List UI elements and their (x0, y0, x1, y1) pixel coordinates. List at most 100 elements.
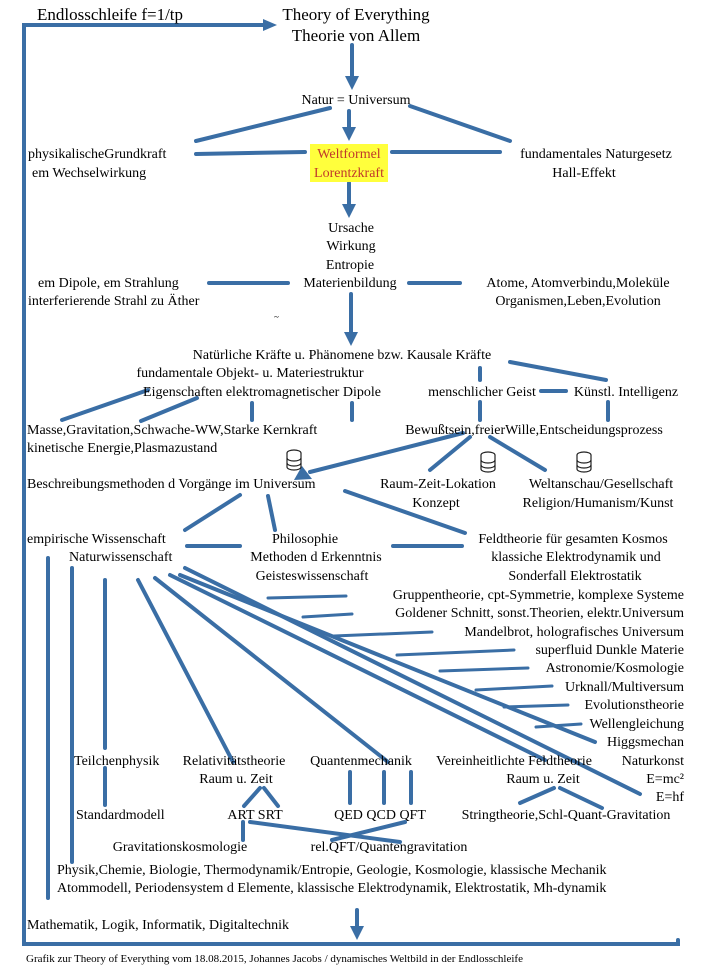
nw-to-urknall (474, 684, 554, 692)
node-ki: Künstl. Intelligenz (574, 385, 678, 400)
title-en: Theory of Everything (282, 5, 430, 24)
node-grundkraft: em Wechselwirkung (32, 166, 146, 181)
node-mandelbrot: Mandelbrot, holografisches Universum (464, 625, 684, 640)
node-schnitt: Goldener Schnitt, sonst.Theorien, elektr… (395, 606, 684, 621)
node-dipole: em Dipole, em Strahlung (38, 276, 179, 291)
relativ-to-art-r (262, 786, 280, 808)
arrow-head (350, 926, 364, 940)
node-urknall: Urknall/Multiversum (565, 680, 684, 695)
node-ehf: E=hf (656, 790, 684, 805)
database-icon (480, 451, 496, 473)
node-teilchen: Teilchenphysik (74, 754, 159, 769)
node-relativ: Relativitätstheorie (183, 754, 286, 769)
node-vereinheit: Vereinheitlichte Feldtheorie (436, 754, 592, 769)
node-standard: Standardmodell (76, 808, 165, 823)
bewusst-to-beschreibung (308, 431, 465, 474)
arrow-head (294, 466, 312, 480)
node-masse: kinetische Energie,Plasmazustand (27, 441, 217, 456)
nw-to-evolution (502, 703, 570, 709)
node-objekt: fundamentale Objekt- u. Materiestruktur (136, 366, 363, 381)
beschreib-to-empirisch (183, 493, 242, 532)
vereinheit-to-string-l (518, 786, 556, 805)
grundkraft-to-weltformel (194, 150, 307, 156)
node-feldtheorie: Feldtheorie für gesamten Kosmos (478, 532, 667, 547)
node-gruppentheorie: Gruppentheorie, cpt-Symmetrie, komplexe … (393, 588, 684, 603)
node-beschreibung: Beschreibungsmethoden d Vorgänge im Univ… (27, 477, 316, 492)
node-higgs: Higgsmechan (607, 735, 684, 750)
node-naturgesetz: fundamentales Naturgesetz (520, 147, 672, 162)
nw-to-gruppentheorie (266, 594, 348, 600)
node-weltformel: Lorentzkraft (314, 166, 384, 181)
eigen-to-masse-left (60, 388, 150, 422)
arrow-head (345, 76, 359, 90)
kraefte-to-ki (508, 360, 608, 382)
node-weltanschau: Religion/Humanism/Kunst (523, 496, 674, 511)
nw-to-schnitt (301, 612, 354, 619)
node-naturgesetz: Hall-Effekt (552, 166, 616, 181)
loop-label: Endlosschleife f=1/tp (37, 5, 183, 24)
node-weltformel: Weltformel (317, 147, 381, 162)
node-geist: menschlicher Geist (428, 385, 536, 400)
node-natur: Natur = Universum (302, 93, 411, 108)
node-wirkung: Wirkung (326, 239, 375, 254)
node-physik: Physik,Chemie, Biologie, Thermodynamik/E… (57, 863, 607, 878)
node-tilde: ~ (274, 312, 279, 322)
nw-fan-4 (153, 576, 390, 764)
node-naturkonst: Naturkonst (622, 754, 684, 769)
nw-fan-5 (136, 578, 235, 764)
node-quanten: Quantenmechanik (310, 754, 412, 769)
footer-caption: Grafik zur Theory of Everything vom 18.0… (26, 953, 523, 965)
node-ursache: Ursache (328, 221, 374, 236)
node-entropie: Entropie (326, 258, 374, 273)
node-string: Stringtheorie,Schl-Quant-Gravitation (462, 808, 671, 823)
node-materienbildung: Materienbildung (303, 276, 396, 291)
beschreib-to-philosophie (266, 494, 277, 532)
node-feldtheorie: klassiche Elektrodynamik und (491, 550, 661, 565)
bewusst-to-raumzeit (428, 435, 472, 472)
connectors (22, 19, 680, 946)
bewusst-to-weltanschau (488, 435, 547, 472)
weltformel-highlight (310, 144, 388, 182)
node-relqft: rel.QFT/Quantengravitation (311, 840, 468, 855)
labels: Endlosschleife f=1/tp Theory of Everythi… (26, 5, 684, 965)
node-dipole: interferierende Strahl zu Äther (28, 292, 200, 309)
node-physik: Atommodell, Periodensystem d Elemente, k… (57, 881, 606, 896)
node-qed: QED QCD QFT (334, 808, 426, 823)
node-eigenschaften: Eigenschaften elektromagnetischer Dipole (143, 385, 381, 400)
database-icon (286, 449, 302, 471)
node-wellen: Wellengleichung (589, 717, 684, 732)
eigen-to-masse-mid1 (139, 396, 199, 423)
vereinheit-to-string-r (558, 786, 604, 810)
nw-to-mandelbrot (332, 630, 434, 638)
node-atome: Organismen,Leben,Evolution (495, 294, 660, 309)
node-gravkosmo: Gravitationskosmologie (113, 840, 248, 855)
nw-fan-3 (168, 573, 547, 762)
node-raum-zeit-a: Raum u. Zeit (199, 772, 273, 787)
loop-arrow-head (263, 19, 277, 31)
nw-to-superfluid (395, 648, 516, 657)
node-raumzeit: Konzept (412, 496, 460, 511)
node-philosophie: Methoden d Erkenntnis (250, 550, 381, 565)
node-evolution: Evolutionstheorie (584, 698, 684, 713)
node-raumzeit: Raum-Zeit-Lokation (380, 477, 496, 492)
node-mathematik: Mathematik, Logik, Informatik, Digitalte… (27, 918, 289, 933)
natur-to-grundkraft (194, 106, 332, 143)
database-icon (576, 451, 592, 473)
node-superfluid: superfluid Dunkle Materie (535, 643, 684, 658)
relativ-to-art-l (242, 786, 262, 808)
node-weltanschau: Weltanschau/Gesellschaft (529, 477, 673, 492)
node-empirisch: empirische Wissenschaft (27, 532, 166, 547)
natur-to-naturgesetz (408, 104, 512, 143)
node-emc: E=mc² (646, 772, 684, 787)
node-astronomie: Astronomie/Kosmologie (546, 661, 684, 676)
node-empirisch: Naturwissenschaft (69, 550, 173, 565)
node-art-srt: ART SRT (227, 808, 283, 823)
title-de: Theorie von Allem (292, 26, 420, 45)
arrow-head (342, 127, 356, 141)
node-philosophie: Philosophie (272, 532, 338, 547)
node-raum-zeit-b: Raum u. Zeit (506, 772, 580, 787)
arrow-head (342, 204, 356, 218)
loop-line (22, 23, 680, 946)
node-masse: Masse,Gravitation,Schwache-WW,Starke Ker… (27, 423, 317, 438)
